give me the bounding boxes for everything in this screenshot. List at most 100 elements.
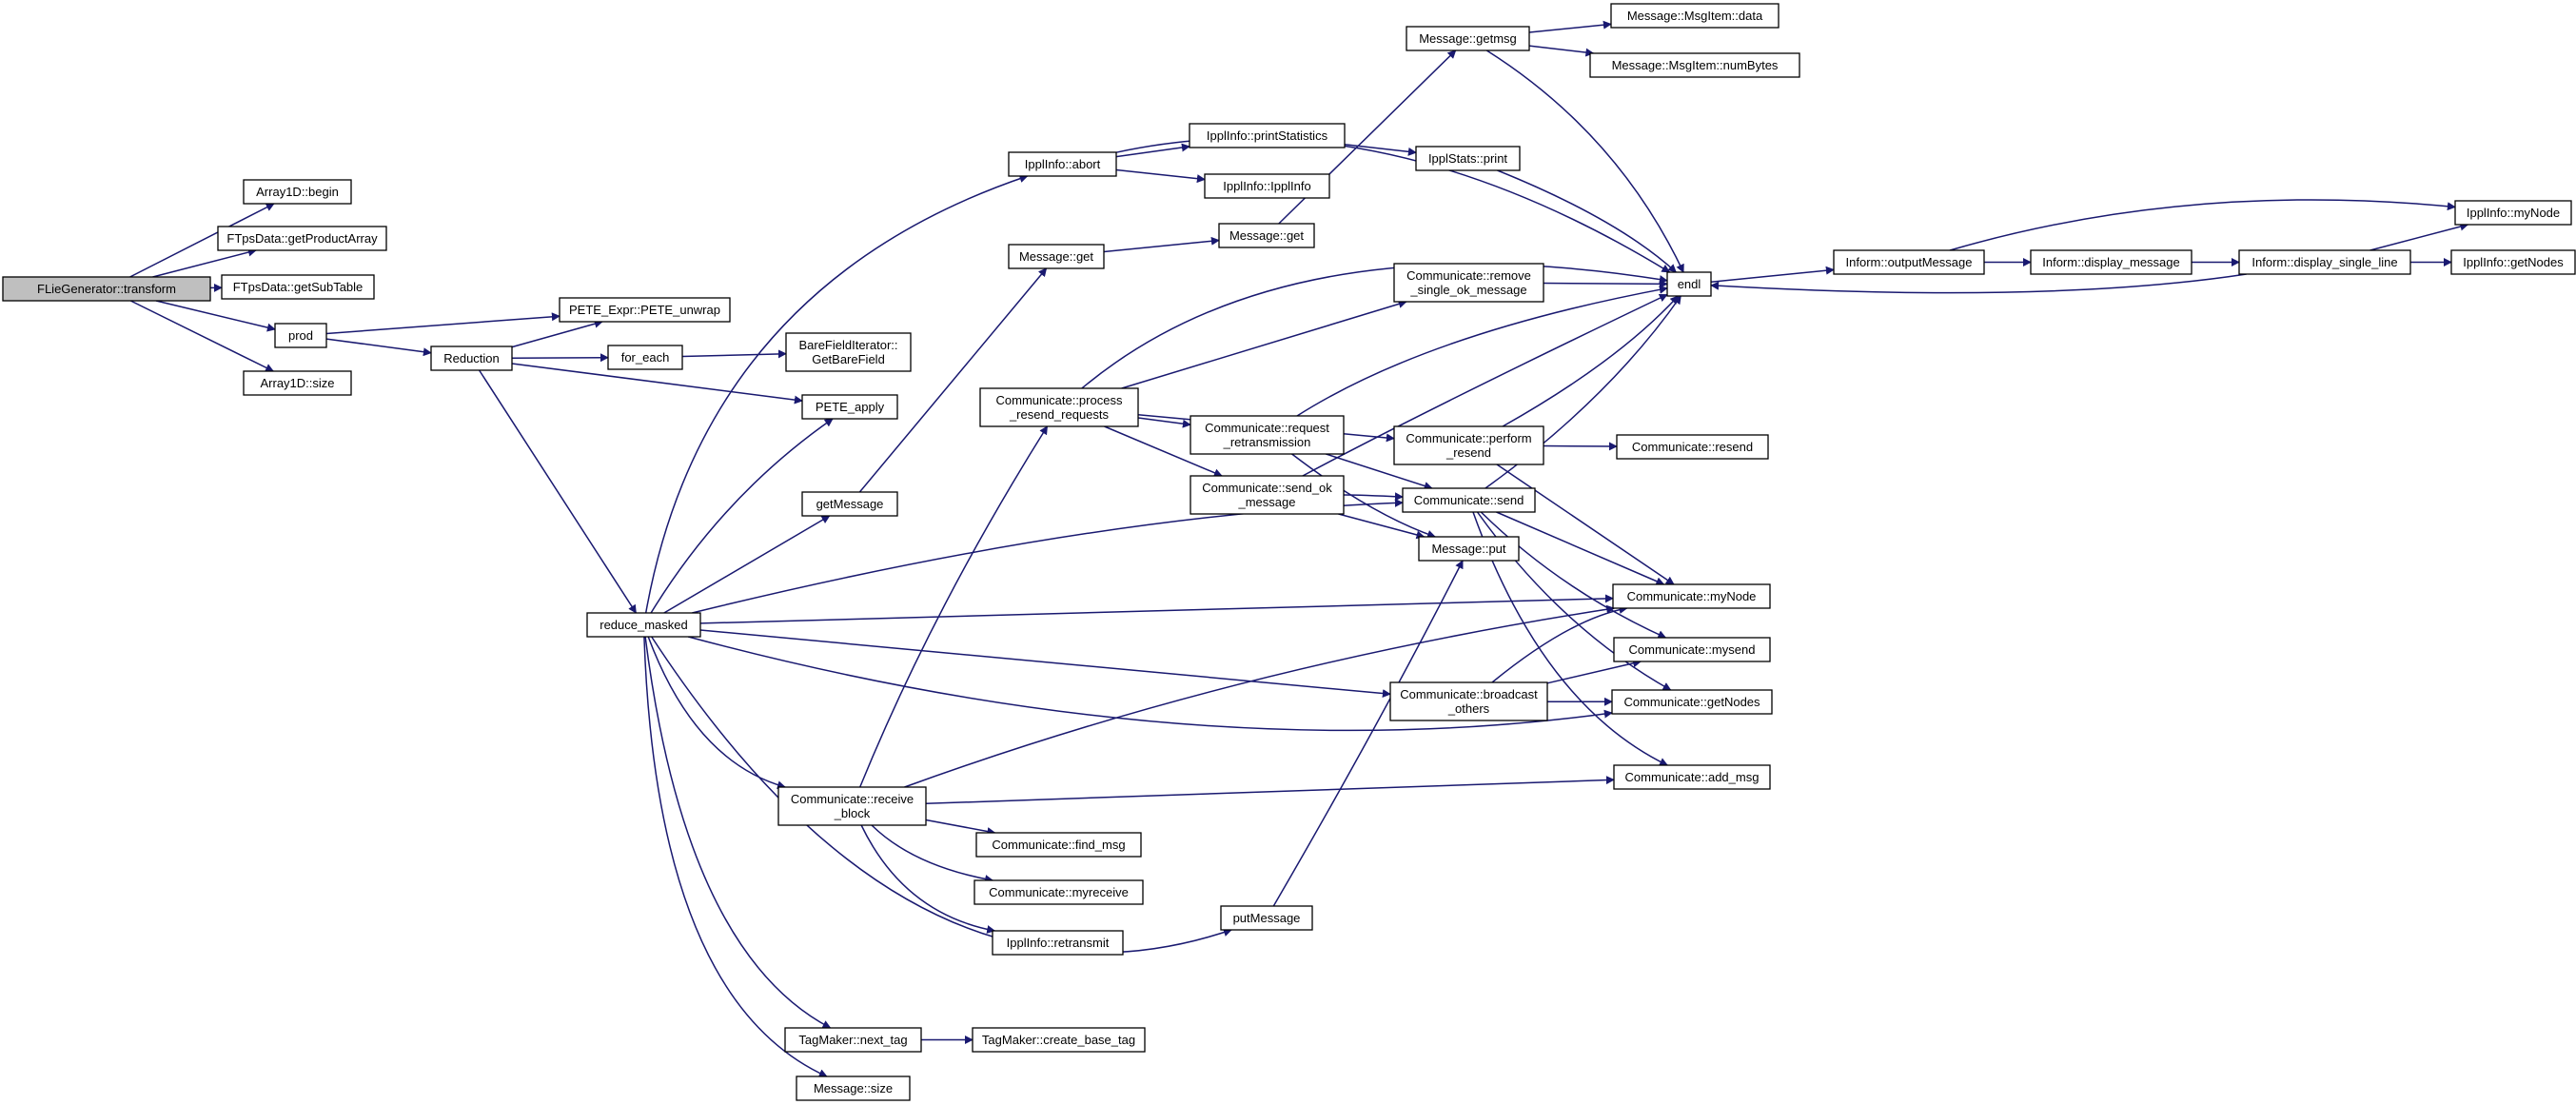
edge-abort-to-printstats [1115, 143, 1190, 158]
edge-perfresend-to-commmynode [1496, 464, 1675, 585]
edge-reducem-to-commgetnodes [688, 636, 1613, 732]
node-box [972, 1027, 1146, 1053]
edge-recvblock-to-addmsg [925, 776, 1615, 805]
nodes-layer: FLieGenerator::transform Array1D::beginFT… [2, 3, 2576, 1101]
node-label: Message::MsgItem::numBytes [1612, 58, 1779, 72]
graph-node-dispsingle[interactable]: Inform::display_single_line [2238, 249, 2411, 275]
graph-node-msgput[interactable]: Message::put [1418, 536, 1520, 562]
graph-node-putmessage[interactable]: putMessage [1220, 905, 1313, 931]
node-box [1613, 764, 1771, 790]
graph-node-foreach[interactable]: for_each [607, 345, 683, 370]
node-box [243, 370, 352, 396]
graph-node-gpa[interactable]: FTpsData::getProductArray [217, 226, 387, 251]
node-box [1393, 425, 1544, 465]
graph-node-removeok[interactable]: Communicate::remove_single_ok_message [1393, 263, 1544, 303]
node-label: IpplInfo::getNodes [2463, 255, 2564, 269]
graph-node-fliegen[interactable]: FLieGenerator::transform [2, 276, 211, 302]
node-label: PETE_apply [816, 400, 885, 414]
edge-fliegen-to-a1begin [129, 203, 275, 278]
node-box [221, 274, 375, 300]
node-label: Communicate::add_msg [1625, 770, 1760, 784]
edge-recvblock-to-myreceive [871, 824, 994, 883]
edge-recvblock-to-procresend [859, 425, 1049, 788]
graph-node-sendok[interactable]: Communicate::send_ok_message [1190, 475, 1345, 515]
edge-fliegen-to-a1size [129, 300, 275, 372]
node-label: Communicate::find_msg [992, 838, 1125, 852]
node-box [1190, 475, 1345, 515]
graph-node-getmessage[interactable]: getMessage [801, 491, 898, 517]
graph-node-createtag[interactable]: TagMaker::create_base_tag [972, 1027, 1146, 1053]
graph-node-peteapply[interactable]: PETE_apply [801, 394, 898, 420]
graph-node-unwrap[interactable]: PETE_Expr::PETE_unwrap [559, 297, 731, 323]
graph-node-nexttag[interactable]: TagMaker::next_tag [784, 1027, 922, 1053]
graph-node-findmsg[interactable]: Communicate::find_msg [975, 832, 1142, 858]
edge-reducem-to-send [692, 498, 1404, 614]
graph-node-a1begin[interactable]: Array1D::begin [243, 179, 352, 205]
edge-removeok-to-endl [1543, 279, 1668, 288]
edge-reducem-to-bcast [699, 629, 1391, 699]
node-box [1612, 583, 1771, 609]
node-box [1402, 487, 1536, 513]
graph-node-ipplgetnodes[interactable]: IpplInfo::getNodes [2450, 249, 2576, 275]
graph-node-prod[interactable]: prod [274, 323, 327, 348]
edge-msgget2-to-getmsg [1278, 49, 1457, 225]
graph-node-mysend[interactable]: Communicate::mysend [1613, 637, 1771, 662]
graph-node-msgget2[interactable]: Message::get [1218, 223, 1315, 248]
graph-node-msgitemdata[interactable]: Message::MsgItem::data [1610, 3, 1780, 29]
edge-reducem-to-commmynode [699, 594, 1614, 624]
edge-sendok-to-msgput [1338, 513, 1426, 540]
graph-node-ipplstatsprint[interactable]: IpplStats::print [1415, 146, 1521, 171]
edge-msgget-to-msgget2 [1103, 236, 1220, 253]
node-label: endl [1678, 277, 1701, 291]
edge-getmsg-to-endl [1485, 49, 1684, 273]
graph-node-retransmit[interactable]: IpplInfo::retransmit [992, 930, 1124, 956]
node-label: Communicate::broadcast [1400, 687, 1538, 701]
node-box [975, 832, 1142, 858]
node-box [2450, 249, 2576, 275]
graph-node-msgget[interactable]: Message::get [1008, 244, 1105, 269]
graph-node-recvblock[interactable]: Communicate::receive_block [777, 786, 927, 826]
graph-node-gst[interactable]: FTpsData::getSubTable [221, 274, 375, 300]
graph-node-bcast[interactable]: Communicate::broadcast_others [1389, 681, 1548, 721]
edge-procresend-to-endl [1081, 263, 1668, 389]
node-box [1616, 434, 1769, 460]
graph-node-bfi[interactable]: BareFieldIterator::GetBareField [785, 332, 912, 372]
graph-node-reqretrans[interactable]: Communicate::request_retransmission [1190, 415, 1345, 455]
node-box [2, 276, 211, 302]
graph-node-printstats[interactable]: IpplInfo::printStatistics [1189, 123, 1346, 148]
graph-node-reduction[interactable]: Reduction [430, 345, 513, 371]
graph-node-ipplmynode[interactable]: IpplInfo::myNode [2454, 200, 2572, 226]
graph-node-dispmsg[interactable]: Inform::display_message [2030, 249, 2193, 275]
graph-node-reducem[interactable]: reduce_masked [586, 612, 701, 638]
node-box [1415, 146, 1521, 171]
node-box [430, 345, 513, 371]
graph-node-myreceive[interactable]: Communicate::myreceive [973, 879, 1144, 905]
node-box [1218, 223, 1315, 248]
graph-node-a1size[interactable]: Array1D::size [243, 370, 352, 396]
graph-node-outmsg[interactable]: Inform::outputMessage [1833, 249, 1985, 275]
graph-node-commmynode[interactable]: Communicate::myNode [1612, 583, 1771, 609]
graph-node-commgetnodes[interactable]: Communicate::getNodes [1611, 689, 1773, 715]
graph-node-abort[interactable]: IpplInfo::abort [1008, 151, 1117, 177]
node-label: Message::MsgItem::data [1627, 9, 1763, 23]
node-label: Communicate::resend [1632, 440, 1753, 454]
graph-node-msgitemnb[interactable]: Message::MsgItem::numBytes [1589, 52, 1800, 78]
graph-node-perfresend[interactable]: Communicate::perform_resend [1393, 425, 1544, 465]
node-label: _retransmission [1223, 435, 1311, 449]
node-box [1589, 52, 1800, 78]
graph-node-msgsize[interactable]: Message::size [796, 1075, 911, 1101]
node-label: IpplInfo::printStatistics [1207, 128, 1328, 143]
graph-node-addmsg[interactable]: Communicate::add_msg [1613, 764, 1771, 790]
node-label: BareFieldIterator:: [798, 338, 897, 352]
edge-prod-to-reduction [325, 338, 432, 357]
graph-node-ipplinfoctor[interactable]: IpplInfo::IpplInfo [1204, 173, 1330, 199]
graph-node-procresend[interactable]: Communicate::process_resend_requests [979, 387, 1139, 427]
node-label: IpplInfo::IpplInfo [1223, 179, 1311, 193]
edge-sendok-to-send [1343, 492, 1404, 502]
graph-node-send[interactable]: Communicate::send [1402, 487, 1536, 513]
edge-endl-to-outmsg [1710, 266, 1835, 283]
graph-node-endl[interactable]: endl [1666, 271, 1712, 297]
graph-node-getmsg[interactable]: Message::getmsg [1406, 26, 1530, 51]
graph-node-resend[interactable]: Communicate::resend [1616, 434, 1769, 460]
node-box [1393, 263, 1544, 303]
